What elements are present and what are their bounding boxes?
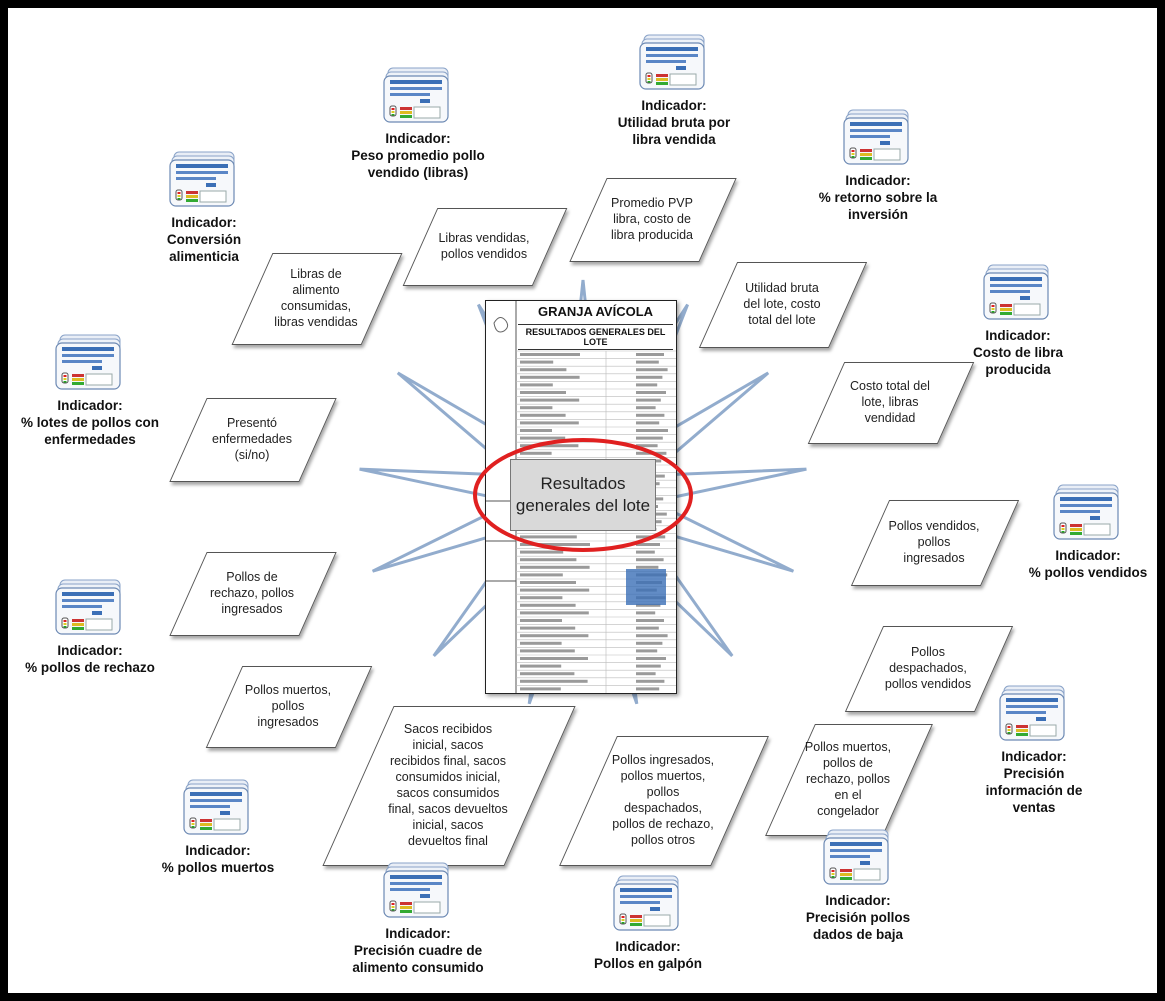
indicator-sheet-icon <box>928 263 1108 323</box>
indicator-sheet-icon <box>114 150 294 210</box>
input-libras-pollos: Libras vendidas, pollos vendidos <box>402 208 568 286</box>
indicator-sheet-icon <box>768 828 948 888</box>
indicator-pollos-vendidos: Indicador: % pollos vendidos <box>998 483 1165 581</box>
input-presento-enf: Presentó enfermedades (si/no) <box>169 398 337 482</box>
input-sacos: Sacos recibidos inicial, sacos recibidos… <box>322 706 576 866</box>
diagram-frame: GRANJA AVÍCOLA RESULTADOS GENERALES DEL … <box>8 8 1157 993</box>
indicator-costo-libra: Indicador: Costo de libra producida <box>928 263 1108 378</box>
indicator-sheet-icon <box>584 33 764 93</box>
indicator-conversion: Indicador: Conversión alimenticia <box>114 150 294 265</box>
indicator-retorno-inversion: Indicador: % retorno sobre la inversión <box>788 108 968 223</box>
input-muertos-ingresados: Pollos muertos, pollos ingresados <box>205 666 373 748</box>
indicator-sheet-icon <box>0 578 180 638</box>
sheet-title: GRANJA AVÍCOLA <box>537 304 654 319</box>
input-utilidad-lote: Utilidad bruta del lote, costo total del… <box>698 262 868 348</box>
indicator-sheet-icon <box>944 684 1124 744</box>
input-despachados-vendidos: Pollos despachados, pollos vendidos <box>844 626 1014 712</box>
indicator-rechazo: Indicador: % pollos de rechazo <box>0 578 180 676</box>
input-muertos-congelador: Pollos muertos, pollos de rechazo, pollo… <box>765 724 933 836</box>
indicator-precision-ventas: Indicador: Precisión información de vent… <box>944 684 1124 816</box>
input-rechazo-ingresados: Pollos de rechazo, pollos ingresados <box>169 552 337 636</box>
input-ingresados-muertos: Pollos ingresados, pollos muertos, pollo… <box>559 736 769 866</box>
indicator-sheet-icon <box>788 108 968 168</box>
indicator-pollos-galpon: Indicador: Pollos en galpón <box>558 874 738 972</box>
sheet-subtitle: RESULTADOS GENERALES DEL LOTE <box>518 324 673 350</box>
indicator-sheet-icon <box>328 66 508 126</box>
input-libras-alimento: Libras de alimento consumidas, libras ve… <box>231 253 403 345</box>
input-vendidos-ingresados: Pollos vendidos, pollos ingresados <box>850 500 1020 586</box>
center-label: Resultados generales del lote <box>510 459 656 531</box>
indicator-precision-alimento: Indicador: Precisión cuadre de alimento … <box>328 861 508 976</box>
indicator-sheet-icon <box>998 483 1165 543</box>
indicator-peso-promedio: Indicador: Peso promedio pollo vendido (… <box>328 66 508 181</box>
input-costo-total: Costo total del lote, libras vendidad <box>807 362 975 444</box>
indicator-pollos-muertos: Indicador: % pollos muertos <box>128 778 308 876</box>
indicator-sheet-icon <box>128 778 308 838</box>
input-promedio-pvp: Promedio PVP libra, costo de libra produ… <box>569 178 737 262</box>
indicator-sheet-icon <box>558 874 738 934</box>
indicator-sheet-icon <box>328 861 508 921</box>
indicator-enfermedades: Indicador: % lotes de pollos con enferme… <box>0 333 180 448</box>
indicator-utilidad-bruta: Indicador: Utilidad bruta por libra vend… <box>584 33 764 148</box>
indicator-precision-baja: Indicador: Precisión pollos dados de baj… <box>768 828 948 943</box>
indicator-sheet-icon <box>0 333 180 393</box>
